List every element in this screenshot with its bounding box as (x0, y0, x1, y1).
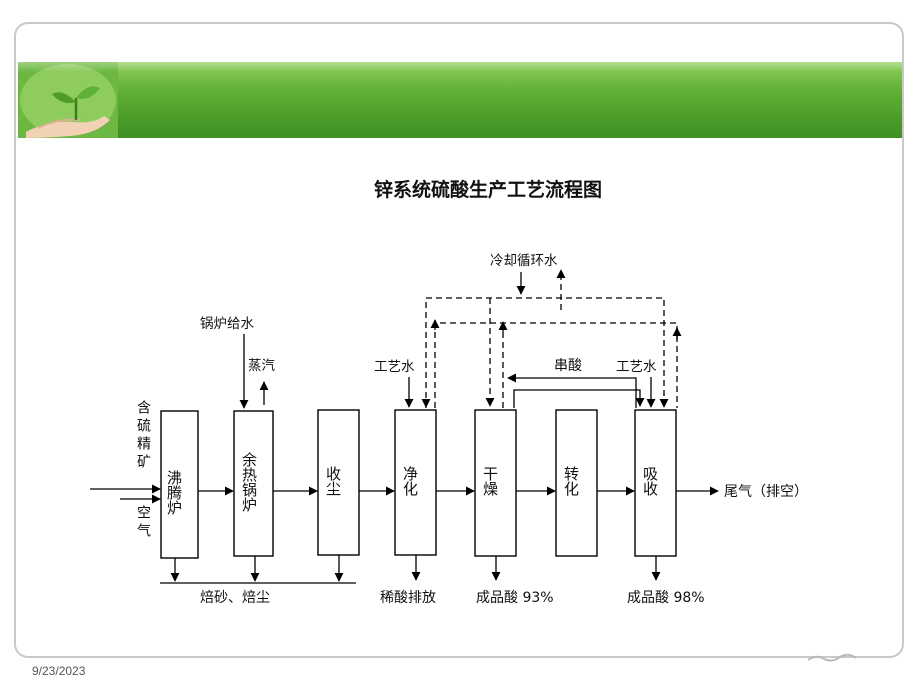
unit-label-purify: 净化 (401, 466, 419, 496)
cooling-water-label: 冷却循环水 (490, 253, 558, 269)
unit-label-dry: 干燥 (481, 466, 499, 496)
header-band (18, 62, 902, 138)
feed-label-air: 空气 (135, 505, 151, 541)
unit-label-absorb: 吸收 (641, 466, 659, 496)
unit-box-boiler (233, 410, 274, 557)
cross-acid-label: 串酸 (554, 358, 582, 374)
unit-label-dust: 收尘 (324, 466, 342, 496)
tail-gas-label: 尾气（排空） (724, 484, 808, 500)
unit-box-dust (317, 409, 360, 556)
product-93-label: 成品酸 93% (476, 590, 554, 606)
feed-label-ore: 含硫精矿 (135, 400, 151, 472)
unit-box-convert (555, 409, 598, 557)
cooling-supply-header (425, 297, 665, 408)
unit-box-furnace (160, 410, 199, 559)
cooling-return-header (434, 322, 678, 408)
process-water-label-2: 工艺水 (616, 359, 657, 375)
unit-label-convert: 转化 (562, 466, 580, 496)
cross-acid-line-to-absorb (513, 389, 645, 408)
product-98-label: 成品酸 98% (627, 590, 705, 606)
corner-decoration-icon (807, 653, 857, 662)
steam-label: 蒸汽 (248, 358, 275, 374)
unit-box-dry (474, 409, 517, 557)
boiler-water-label: 锅炉给水 (200, 316, 254, 332)
dilute-acid-label: 稀酸排放 (380, 590, 436, 606)
diagram-title: 锌系统硫酸生产工艺流程图 (374, 178, 602, 201)
unit-box-absorb (634, 409, 677, 557)
seedling-hand-image (18, 62, 118, 138)
slide-date: 9/23/2023 (32, 664, 86, 678)
unit-box-purify (394, 409, 437, 556)
calcine-label: 焙砂、焙尘 (200, 590, 270, 606)
cross-acid-line-to-dry (507, 373, 637, 408)
process-water-label-1: 工艺水 (374, 359, 415, 375)
unit-label-boiler: 余热锅炉 (240, 451, 258, 512)
unit-label-furnace: 沸腾炉 (165, 470, 183, 515)
